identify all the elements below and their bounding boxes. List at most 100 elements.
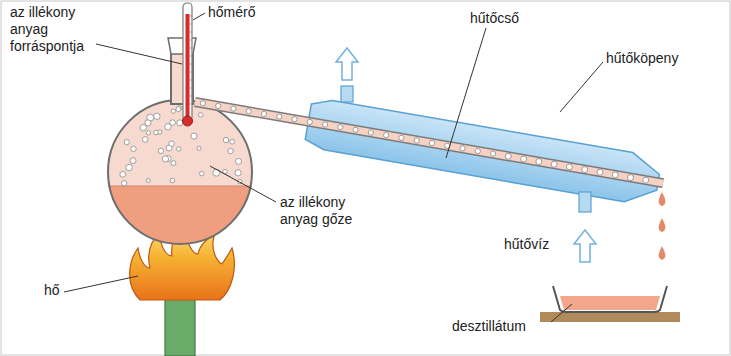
vapour-bubble [170,120,176,126]
scale-tick [190,72,192,73]
callout-label: az illékony anyag forráspontja [10,4,102,55]
scale-tick [190,56,192,57]
water-outlet [341,86,353,102]
vapour-bubble [140,125,146,131]
scale-tick [190,104,192,105]
vapour-bubble [627,174,634,181]
vapour-bubble [337,124,343,130]
callout-label: hőmérő [208,4,255,21]
vapour-bubble [490,151,496,157]
vapour-bubble [228,148,233,153]
vapour-bubble [154,130,159,135]
vapour-bubble [191,133,197,139]
vapour-bubble [276,114,282,120]
cooling-tube [195,102,663,183]
leader-line [446,28,486,158]
thermometer-column [186,14,190,118]
vapour-bubble [120,171,126,177]
water-out-arrow [336,48,358,80]
leader-line [560,62,603,112]
vapour-bubble [177,120,183,126]
vapour-bubble [292,116,298,122]
vapour-bubble [520,156,527,163]
cooling-tube-wall [195,102,663,183]
callout-label: hő [44,282,60,299]
vapour-bubble [235,170,241,176]
vapour-bubble [146,179,150,183]
vapour-bubble [353,127,359,133]
vapour-bubble [368,129,374,135]
vapour-bubble [171,161,176,166]
vapour-bubble [197,146,201,150]
thermometer-bulb [183,116,193,126]
vapour-bubble [200,100,206,106]
scale-tick [190,80,193,81]
vapour-bubble [414,137,420,143]
vapour-bubble [322,122,328,128]
vapour-bubble [535,158,542,165]
vapour-bubble [199,113,204,118]
vapour-bubble [130,158,136,164]
vapour-bubble [505,153,512,160]
scale-tick [190,88,192,89]
vapour-bubble [612,171,619,178]
scale-tick [190,40,192,41]
vapour-bubble [596,169,603,176]
leader-line [64,276,138,292]
vapour-bubble [230,139,235,144]
flask-outline [108,100,252,244]
vapour-bubble [230,106,236,112]
vapour-bubble [236,158,242,164]
vapour-bubble [124,140,129,145]
leader-line [551,304,572,322]
vapour-bubble [642,177,649,184]
boiling-liquid [100,186,260,286]
leader-line [96,44,182,64]
distillate-liquid [560,296,660,310]
callout-label: desztillátum [452,318,526,335]
vapour-bubble [154,113,160,119]
dish [553,286,667,312]
vapour-bubble [126,164,133,171]
liquid-surface [108,186,252,187]
vapour-bubble [215,103,221,109]
vapour-bubble [171,109,175,113]
vapour-bubble [307,119,313,125]
burner-pipe [165,298,195,356]
vapour-bubble [177,147,181,151]
callout-label: az illékony anyag gőze [280,194,380,228]
vapour-bubble [383,132,389,138]
drop [659,218,666,232]
scale-tick [190,24,192,25]
water-in-arrow [574,230,596,262]
vapour-bubble [566,163,573,170]
scale-tick [190,16,193,17]
leader-line [193,13,205,20]
vapour-bubble [169,141,174,146]
vapour-bubble [551,161,558,168]
vapour-bubble [158,148,163,153]
vapour-bubble [581,166,588,173]
vapour-bubble [122,181,127,186]
callout-label: hűtőcső [470,10,519,27]
scale-tick [190,48,193,49]
scale-tick [190,96,193,97]
vapour-bubble [176,107,181,112]
scale-tick [190,64,193,65]
vapour-bubble [162,156,168,162]
drop [659,246,666,260]
vapour-bubble [200,171,205,176]
drop [659,192,666,206]
vapour-bubble [131,146,136,151]
vapour-bubble [223,137,228,142]
vapour-bubble [459,145,465,151]
scale-tick [190,32,193,33]
thermometer [183,3,192,121]
vapour-bubble [177,106,182,111]
water-inlet [579,192,591,212]
callout-label: hűtővíz [504,236,549,253]
vapour-bubble [261,111,267,117]
vapour-bubble [398,135,404,141]
